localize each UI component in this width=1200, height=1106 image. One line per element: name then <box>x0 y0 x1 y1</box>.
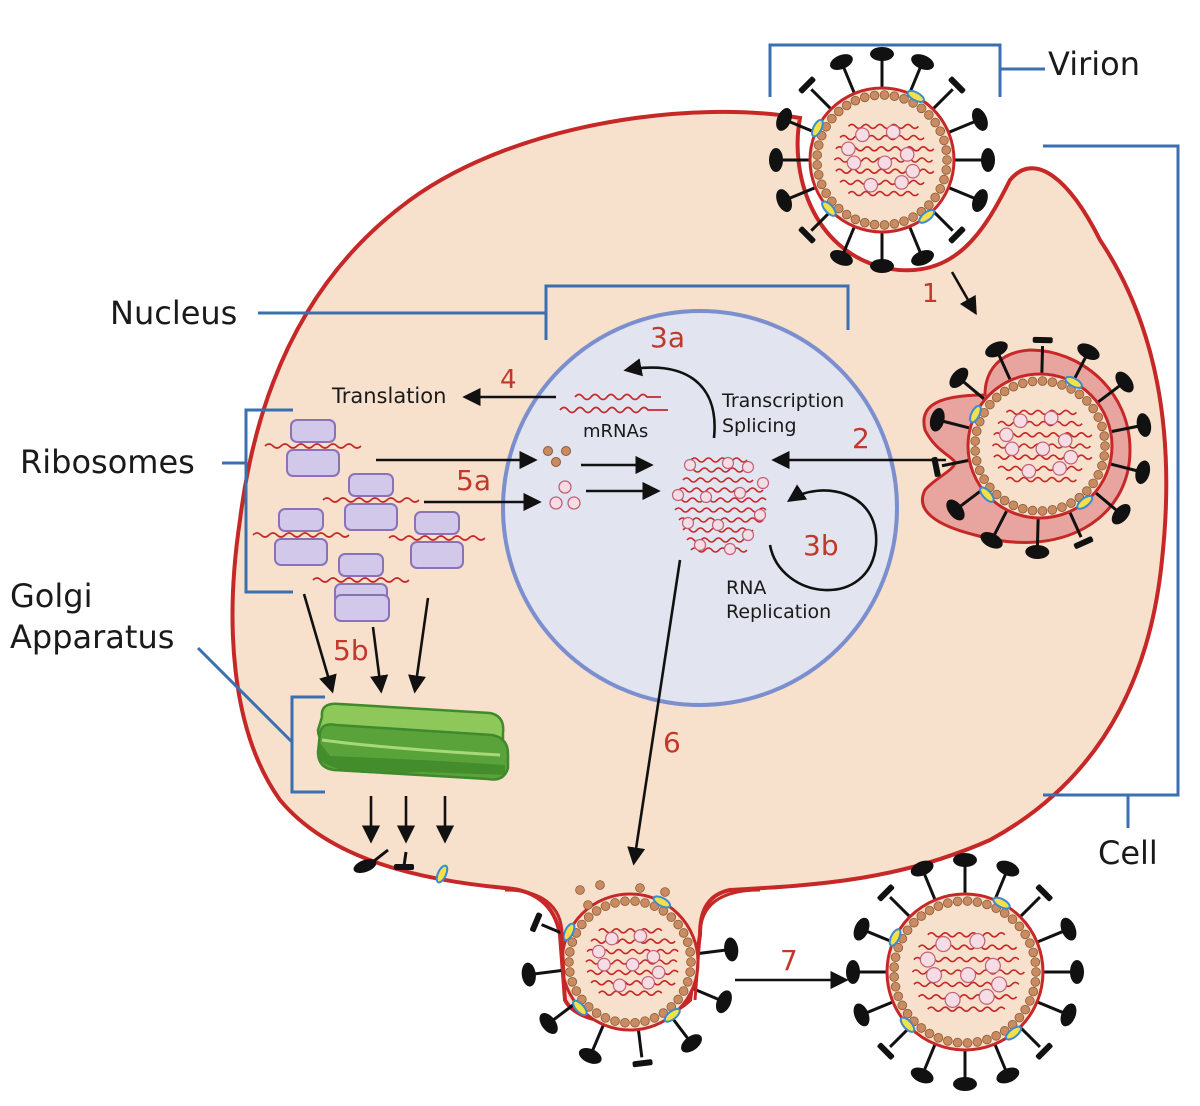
arrows <box>302 271 977 990</box>
virion-bracket <box>768 43 1045 97</box>
golgi-bracket <box>196 646 325 794</box>
cell-label: Cell <box>1098 834 1158 872</box>
protein-dots-orange <box>543 446 571 467</box>
transcription-label: Transcription <box>721 390 844 412</box>
virion-released <box>846 853 1084 1091</box>
step-3a: 3a <box>650 321 685 354</box>
rna-replication-cluster <box>671 456 770 556</box>
translation-label: Translation <box>331 384 446 408</box>
mrna-strands <box>559 393 668 414</box>
virion-budding <box>504 880 761 1068</box>
step-3b: 3b <box>803 529 839 562</box>
membrane-spikes <box>353 848 449 884</box>
golgi-label-line2: Apparatus <box>10 618 174 656</box>
step-2: 2 <box>852 422 870 455</box>
virion-label: Virion <box>1048 45 1140 83</box>
cell-bracket <box>1043 144 1180 828</box>
mrnas-label: mRNAs <box>583 421 648 442</box>
step-7: 7 <box>780 944 798 977</box>
step-6: 6 <box>663 726 681 759</box>
ribosomes <box>252 419 486 622</box>
virion-in-endosome <box>929 336 1152 559</box>
nucleus-bracket <box>258 284 850 340</box>
virion-entering <box>769 47 995 273</box>
golgi-apparatus <box>316 702 510 781</box>
ribosomes-label: Ribosomes <box>20 443 195 481</box>
step-1: 1 <box>922 279 939 309</box>
nucleus <box>501 309 899 707</box>
step-5a: 5a <box>456 464 491 497</box>
golgi-label-line1: Golgi <box>10 577 92 615</box>
step-5b: 5b <box>333 634 369 667</box>
protein-dots-pink <box>549 480 581 510</box>
step-4: 4 <box>500 365 517 395</box>
replication-label: Replication <box>726 601 831 623</box>
nucleus-label: Nucleus <box>110 294 237 332</box>
rna-label: RNA <box>726 577 766 599</box>
splicing-label: Splicing <box>722 415 797 437</box>
ribosomes-bracket <box>222 408 293 594</box>
